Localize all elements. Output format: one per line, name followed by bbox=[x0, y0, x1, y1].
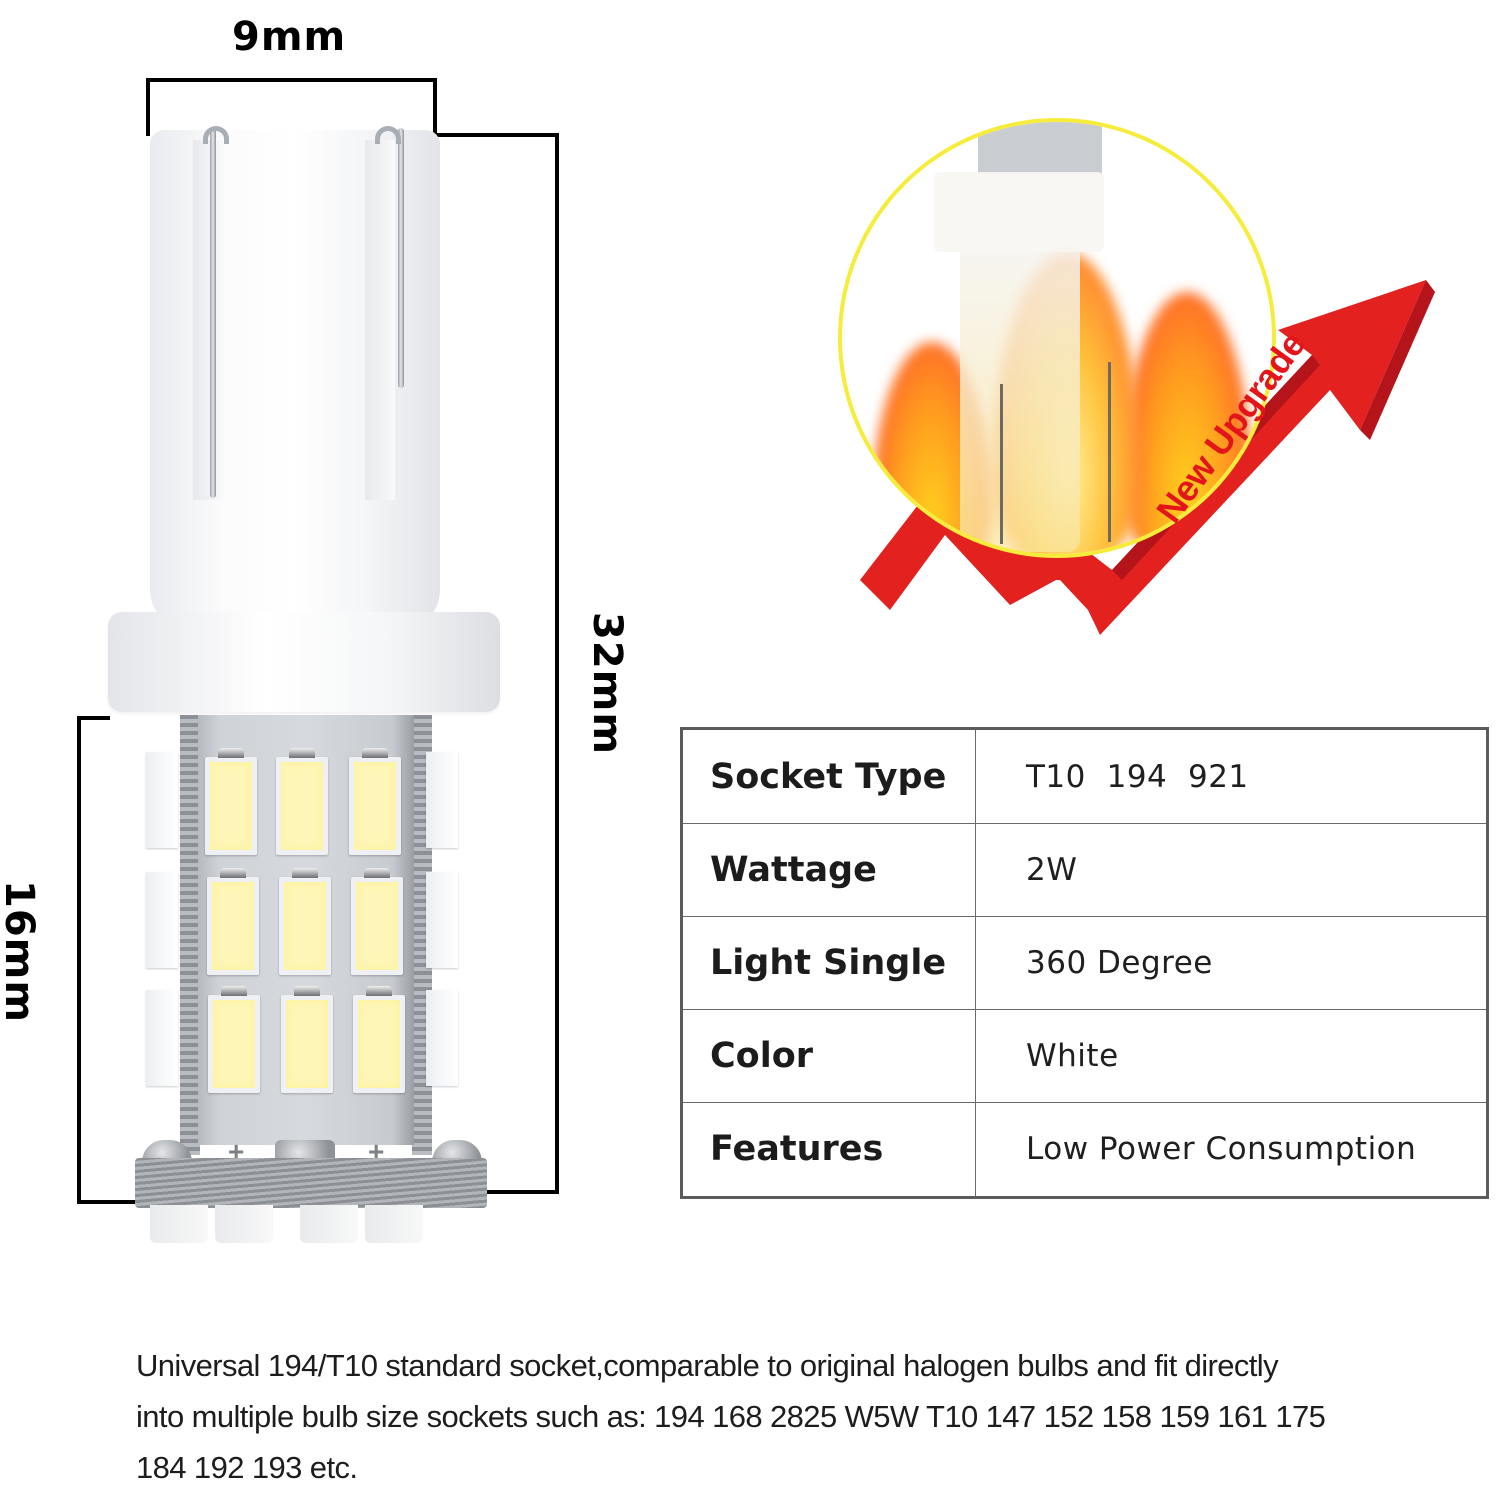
bulb-pin-foot bbox=[150, 1205, 208, 1243]
bulb-pin-foot bbox=[365, 1205, 423, 1243]
width-dimension-tick-right bbox=[433, 78, 437, 136]
length-dimension-line bbox=[555, 133, 559, 1194]
side-led bbox=[146, 872, 178, 968]
spec-label: Features bbox=[681, 1101, 976, 1199]
bulb-collar bbox=[108, 612, 500, 712]
spec-label: Light Single bbox=[681, 916, 976, 1010]
heat-resistance-illustration bbox=[838, 118, 1276, 558]
width-dimension-tick-left bbox=[146, 78, 150, 136]
length-dimension-bottom-tick bbox=[452, 1190, 559, 1194]
smd-led bbox=[351, 868, 403, 975]
pcb-base bbox=[135, 1158, 487, 1208]
smd-led bbox=[279, 868, 331, 975]
bulb-pin-foot bbox=[215, 1205, 273, 1243]
bulb-wire-right bbox=[398, 128, 404, 388]
smd-led bbox=[281, 986, 333, 1093]
length-dimension-label: 32mm bbox=[584, 612, 630, 756]
side-led bbox=[426, 990, 458, 1086]
spec-value: 2W bbox=[975, 823, 1488, 918]
bulb-slot-left bbox=[193, 140, 223, 500]
spec-value: T10 194 921 bbox=[975, 727, 1488, 825]
spec-value: Low Power Consumption bbox=[975, 1101, 1488, 1199]
spec-value: 360 Degree bbox=[975, 916, 1488, 1010]
bulb-wire bbox=[1000, 384, 1003, 544]
bulb-pcb-top bbox=[978, 122, 1102, 174]
spec-table: Socket Type T10 194 921 Wattage 2W Light… bbox=[680, 727, 1489, 1199]
bulb-wire-hook-left bbox=[203, 126, 229, 144]
table-row: Light Single 360 Degree bbox=[681, 916, 1488, 1010]
length-dimension-top-tick bbox=[437, 133, 559, 137]
description-line: 184 192 193 etc. bbox=[136, 1450, 358, 1485]
bulb-wire-left bbox=[210, 128, 216, 498]
description-line: into multiple bulb size sockets such as:… bbox=[136, 1399, 1326, 1434]
bulb-body bbox=[960, 252, 1080, 552]
smd-led bbox=[276, 748, 328, 855]
smd-led bbox=[349, 748, 401, 855]
bulb-wire bbox=[1108, 362, 1111, 542]
width-dimension-label: 9mm bbox=[232, 14, 347, 60]
side-led bbox=[146, 752, 178, 848]
led-dimension-label: 16mm bbox=[0, 880, 42, 1024]
spec-label: Color bbox=[681, 1008, 976, 1103]
led-dimension-top-tick bbox=[77, 716, 110, 720]
led-dimension-bottom-tick bbox=[77, 1200, 137, 1204]
led-dimension-line bbox=[77, 716, 81, 1204]
smd-led bbox=[208, 986, 260, 1093]
smd-led bbox=[353, 986, 405, 1093]
width-dimension-line bbox=[146, 78, 437, 82]
bulb-collar bbox=[934, 172, 1104, 252]
bulb-slot-right bbox=[365, 140, 395, 500]
smd-led bbox=[205, 748, 257, 855]
table-row: Wattage 2W bbox=[681, 823, 1488, 918]
description-line: Universal 194/T10 standard socket,compar… bbox=[136, 1348, 1279, 1383]
table-row: Color White bbox=[681, 1008, 1488, 1103]
spec-label: Socket Type bbox=[681, 727, 976, 825]
table-row: Features Low Power Consumption bbox=[681, 1101, 1488, 1199]
table-row: Socket Type T10 194 921 bbox=[681, 727, 1488, 825]
side-led bbox=[426, 872, 458, 968]
side-led bbox=[146, 990, 178, 1086]
spec-label: Wattage bbox=[681, 823, 976, 918]
bulb-wire-hook-right bbox=[375, 126, 401, 144]
pcb-edge-left bbox=[180, 715, 200, 1155]
smd-led bbox=[207, 868, 259, 975]
compatibility-description: Universal 194/T10 standard socket,compar… bbox=[136, 1340, 1406, 1493]
bulb-pin-foot bbox=[300, 1205, 358, 1243]
side-led bbox=[426, 752, 458, 848]
spec-value: White bbox=[975, 1008, 1488, 1103]
